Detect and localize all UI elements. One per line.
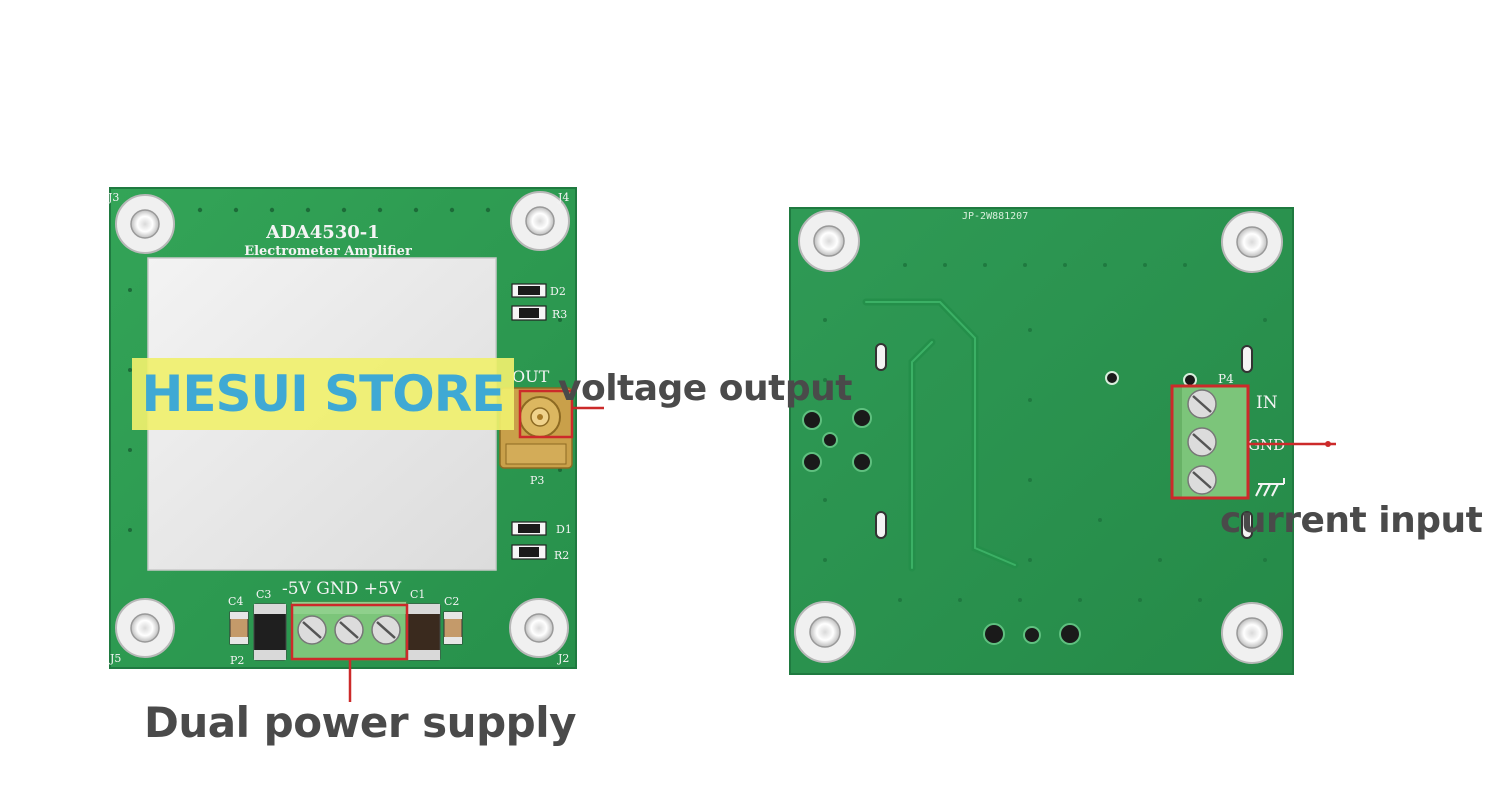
mounting-hole bbox=[510, 191, 570, 251]
screw-terminal bbox=[334, 615, 364, 645]
watermark-text: HESUI STORE bbox=[141, 365, 506, 423]
pcb-trace bbox=[911, 341, 933, 569]
caption-current-input: current input bbox=[1220, 500, 1483, 541]
label-c1: C1 bbox=[410, 588, 425, 601]
mounting-slot bbox=[1241, 345, 1253, 373]
mounting-hole bbox=[115, 194, 175, 254]
led-d2 bbox=[511, 283, 547, 298]
test-via bbox=[1105, 371, 1119, 385]
label-c4: C4 bbox=[228, 595, 243, 608]
led-d1 bbox=[511, 521, 547, 536]
back-silkscreen: JP-2W881207 bbox=[962, 211, 1028, 222]
test-via bbox=[1183, 373, 1197, 387]
mounting-hole bbox=[115, 598, 175, 658]
callout-box-current-input bbox=[1170, 384, 1250, 500]
resistor-r3 bbox=[511, 305, 547, 321]
capacitor-c4 bbox=[229, 611, 249, 645]
sma-connector bbox=[499, 387, 573, 469]
label-p4: P4 bbox=[1218, 372, 1234, 386]
label-c3: C3 bbox=[256, 588, 271, 601]
input-terminal-block bbox=[1171, 385, 1249, 499]
mounting-hole bbox=[509, 598, 569, 658]
board-subtitle: Electrometer Amplifier bbox=[244, 244, 412, 259]
caption-voltage-output: voltage output bbox=[558, 368, 852, 409]
mounting-hole bbox=[1221, 211, 1283, 273]
board-title: ADA4530-1 bbox=[265, 222, 380, 243]
pcb-trace bbox=[865, 301, 1016, 566]
screw-terminal bbox=[1187, 389, 1217, 419]
capacitor-c2 bbox=[443, 611, 463, 645]
power-pin-labels: -5V GND +5V bbox=[282, 579, 402, 599]
sma-solder-pads bbox=[802, 408, 872, 472]
pin-label-in: IN bbox=[1256, 393, 1278, 413]
label-r2: R2 bbox=[554, 549, 569, 562]
back-via-grid bbox=[823, 263, 1267, 602]
mounting-hole bbox=[798, 210, 860, 272]
power-pin-pads bbox=[983, 623, 1081, 645]
screw-terminal bbox=[371, 615, 401, 645]
mounting-slot bbox=[1241, 511, 1253, 539]
mounting-slot bbox=[875, 343, 887, 371]
label-p2: P2 bbox=[230, 654, 244, 667]
front-via-row bbox=[128, 207, 562, 532]
capacitor-c1 bbox=[407, 603, 441, 661]
screw-terminal bbox=[1187, 465, 1217, 495]
back-pcb-board: JP-2W881207 bbox=[789, 207, 1294, 675]
callout-box-voltage-output bbox=[518, 389, 574, 439]
mounting-hole bbox=[794, 601, 856, 663]
label-d2: D2 bbox=[550, 285, 566, 298]
ground-symbol-icon bbox=[1255, 478, 1285, 497]
screw-terminal bbox=[297, 615, 327, 645]
screw-terminal bbox=[1187, 427, 1217, 457]
store-watermark: HESUI STORE bbox=[132, 358, 514, 430]
callout-dot bbox=[1325, 441, 1331, 447]
resistor-r2 bbox=[511, 544, 547, 560]
corner-label-j5: J5 bbox=[109, 652, 121, 665]
mounting-slot bbox=[875, 511, 887, 539]
label-p3: P3 bbox=[530, 474, 544, 487]
label-c2: C2 bbox=[444, 595, 459, 608]
mounting-hole bbox=[1221, 602, 1283, 664]
label-r3: R3 bbox=[552, 308, 567, 321]
capacitor-c3 bbox=[253, 603, 287, 661]
label-d1: D1 bbox=[556, 523, 572, 536]
power-terminal-block bbox=[291, 601, 407, 661]
caption-dual-power-supply: Dual power supply bbox=[144, 698, 576, 747]
label-out: OUT bbox=[512, 367, 550, 386]
corner-label-j2: J2 bbox=[557, 652, 569, 665]
corner-label-j4: J4 bbox=[557, 191, 569, 204]
corner-label-j3: J3 bbox=[107, 191, 119, 204]
